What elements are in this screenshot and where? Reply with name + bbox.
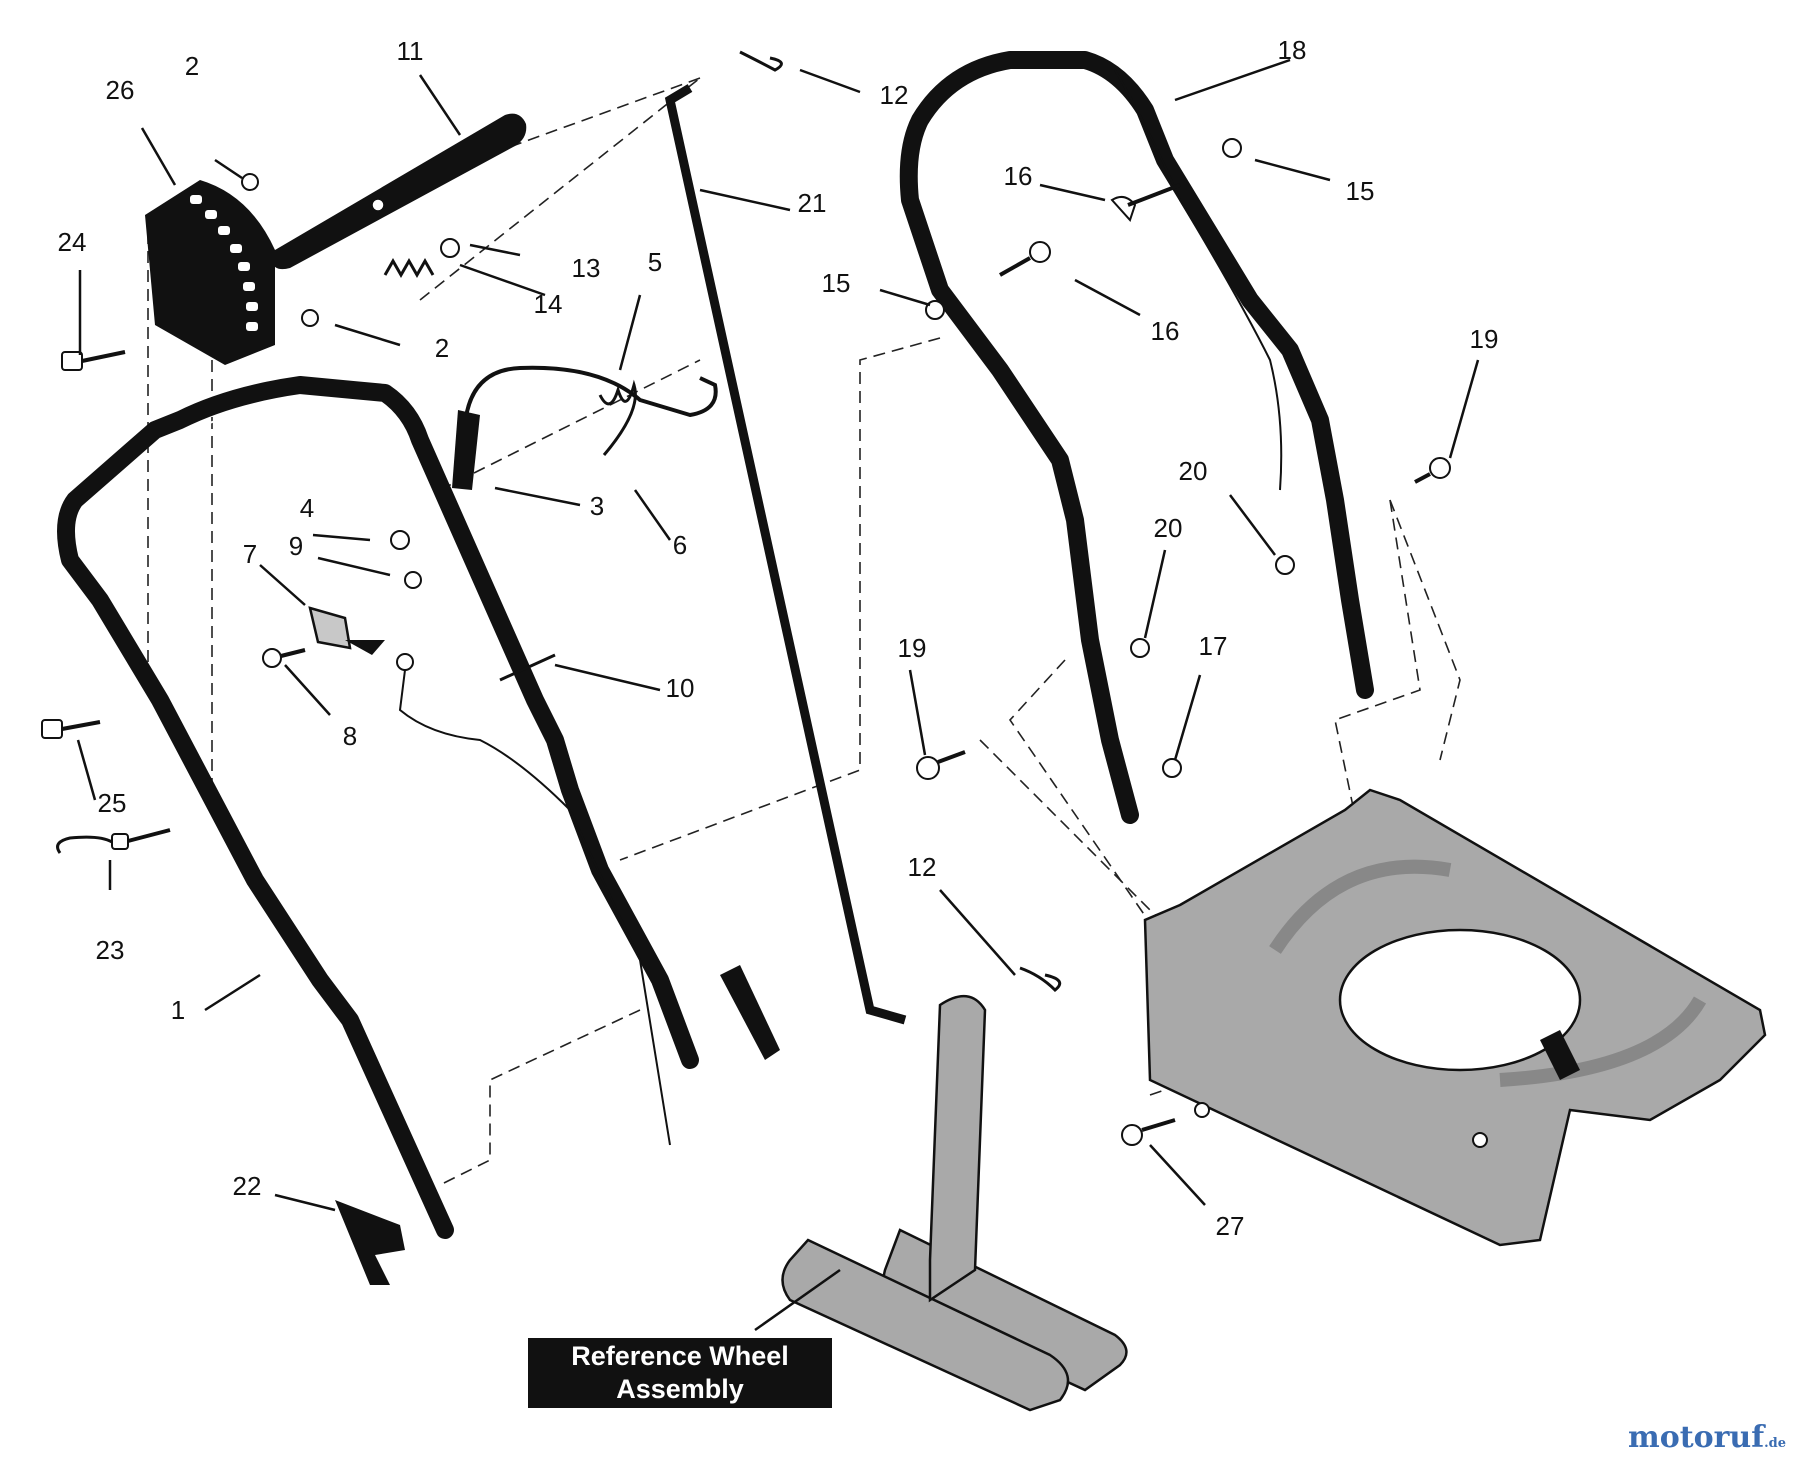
nut-15-left <box>925 300 945 320</box>
spring <box>383 257 435 279</box>
carriage-bolt-16-upper <box>1110 183 1181 222</box>
bolt-19-left <box>916 750 966 780</box>
lower-handle <box>57 376 699 1239</box>
callout-15-left: 15 <box>822 268 851 298</box>
callout-19-right: 19 <box>1470 324 1499 354</box>
callout-17: 17 <box>1199 631 1228 661</box>
reference-label-line2: Assembly <box>616 1374 744 1404</box>
watermark-main: motoruf <box>1627 1420 1765 1455</box>
nut-17 <box>1162 758 1182 778</box>
bushing-9 <box>404 571 422 589</box>
shift-index-bracket <box>145 180 275 365</box>
callout-14: 14 <box>534 289 563 319</box>
callout-12-bottom: 12 <box>908 852 937 882</box>
callout-26: 26 <box>106 75 135 105</box>
callout-20-left: 20 <box>1154 513 1183 543</box>
callout-23: 23 <box>96 935 125 965</box>
callout-6: 6 <box>673 530 687 560</box>
callout-12-top: 12 <box>880 80 909 110</box>
nut-20-right <box>1275 555 1295 575</box>
callout-15-right: 15 <box>1346 176 1375 206</box>
callout-16-lower: 16 <box>1151 316 1180 346</box>
clip-12-top <box>739 50 783 72</box>
shift-rod <box>664 84 907 1025</box>
bolt-24 <box>61 350 126 371</box>
clip-12-bottom <box>1019 966 1062 992</box>
shift-lever <box>272 113 527 270</box>
reference-wheel-assembly <box>781 995 1128 1412</box>
watermark-logo: motoruf.de <box>1628 1420 1786 1455</box>
nut-20-left <box>1130 638 1150 658</box>
callout-leaders <box>76 58 1480 1332</box>
callout-24: 24 <box>58 227 87 257</box>
callout-27: 27 <box>1216 1211 1245 1241</box>
nut-2-lower <box>301 309 319 327</box>
callout-16-upper: 16 <box>1004 161 1033 191</box>
callout-2-mid: 2 <box>435 333 449 363</box>
screw-8 <box>262 648 306 668</box>
bracket-7 <box>308 606 352 650</box>
reference-wheel-assembly-label: Reference Wheel Assembly <box>528 1338 832 1408</box>
knob-22-lower <box>335 1200 405 1285</box>
watermark-suffix: .de <box>1764 1436 1786 1451</box>
callout-18: 18 <box>1278 35 1307 65</box>
nut-13 <box>440 238 460 258</box>
ground-wire <box>345 640 671 1146</box>
nut-15-right <box>1222 138 1242 158</box>
callout-21: 21 <box>798 188 827 218</box>
callout-10: 10 <box>666 673 695 703</box>
callout-4: 4 <box>300 493 314 523</box>
bolt-25 <box>41 719 101 739</box>
bolt-27 <box>1121 1118 1176 1146</box>
frame-housing <box>1143 788 1767 1247</box>
tie-10 <box>499 653 556 682</box>
callout-25: 25 <box>98 788 127 818</box>
hairpin-bolt-23 <box>56 828 171 854</box>
callout-22: 22 <box>233 1171 262 1201</box>
callout-9: 9 <box>289 531 303 561</box>
nut-2-upper <box>241 173 259 191</box>
upper-handle <box>899 51 1374 824</box>
callout-3: 3 <box>590 491 604 521</box>
bolt-19-right <box>1414 457 1451 484</box>
carriage-bolt-16-lower <box>999 241 1051 277</box>
callout-2-top: 2 <box>185 51 199 81</box>
reference-label-line1: Reference Wheel <box>571 1341 789 1371</box>
knob-22-mid <box>720 965 780 1060</box>
callout-19-left: 19 <box>898 633 927 663</box>
washer-4 <box>390 530 410 550</box>
callout-20-right: 20 <box>1179 456 1208 486</box>
callout-11: 11 <box>397 36 424 66</box>
callout-13: 13 <box>572 253 601 283</box>
callout-labels: 1 2 2 3 4 5 6 7 8 9 10 11 12 12 13 14 15… <box>58 35 1499 1241</box>
callout-8: 8 <box>343 721 357 751</box>
callout-7: 7 <box>243 539 257 569</box>
callout-1: 1 <box>171 995 185 1025</box>
control-cable <box>452 365 718 490</box>
callout-5: 5 <box>648 247 662 277</box>
